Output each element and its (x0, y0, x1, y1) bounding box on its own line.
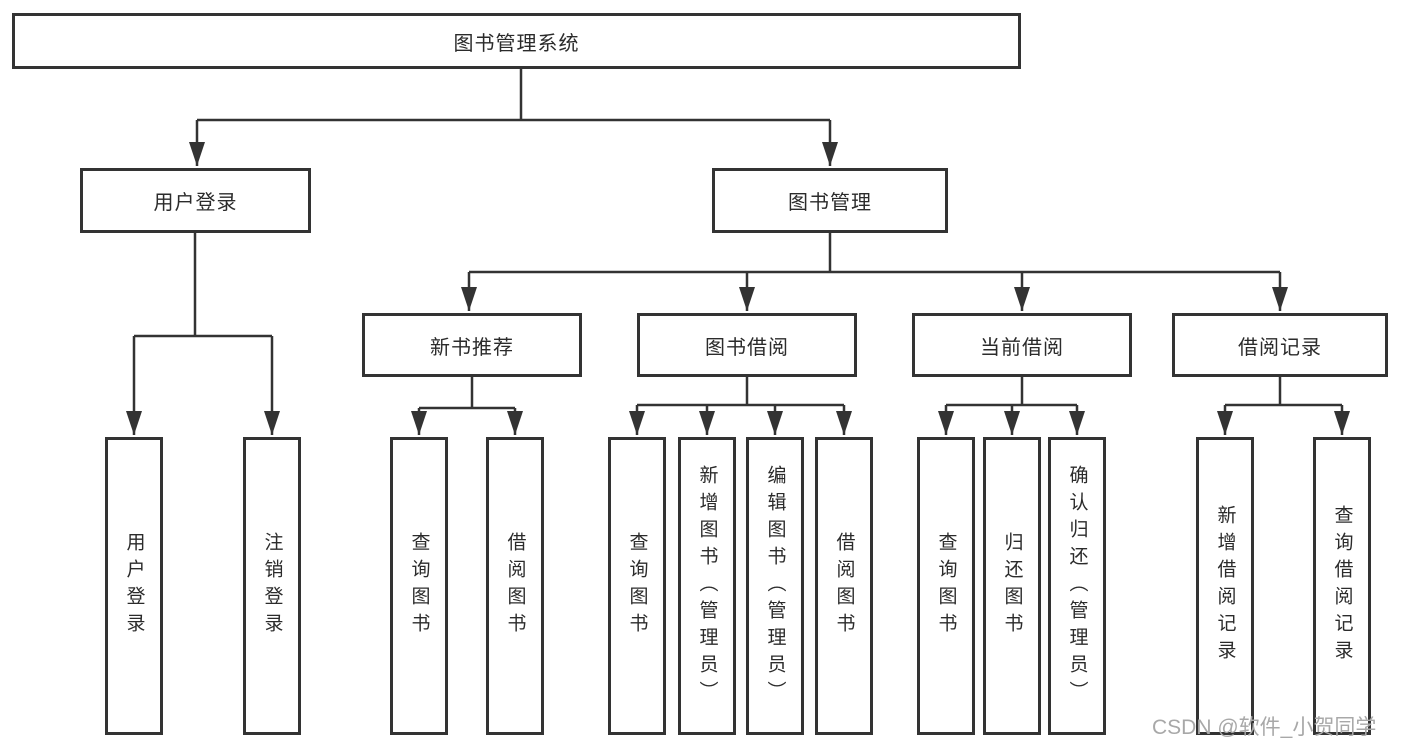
leaf-add-borrow-record: 新增借阅记录 (1196, 437, 1254, 735)
node-label: 查询图书 (935, 532, 957, 640)
node-label: 新增借阅记录 (1214, 505, 1236, 667)
leaf-query-books-current: 查询图书 (917, 437, 975, 735)
node-label: 借阅图书 (833, 532, 855, 640)
node-label: 查询图书 (408, 532, 430, 640)
connector-records-to-leaves (1217, 377, 1350, 435)
connector-root-to-branches (189, 68, 838, 166)
leaf-edit-book-admin: 编辑图书（管理员） (746, 437, 804, 735)
leaf-logout: 注销登录 (243, 437, 301, 735)
leaf-query-books-borrow: 查询图书 (608, 437, 666, 735)
csdn-watermark: CSDN @软件_小贺同学 (1152, 716, 1377, 739)
node-label: 当前借阅 (980, 336, 1064, 359)
node-borrow-records: 借阅记录 (1172, 313, 1388, 377)
node-label: 用户登录 (123, 532, 145, 640)
node-label: 确认归还（管理员） (1066, 464, 1088, 708)
node-current-borrow: 当前借阅 (912, 313, 1132, 377)
leaf-borrow-books-recommend: 借阅图书 (486, 437, 544, 735)
connector-recommend-to-leaves (411, 377, 523, 435)
leaf-query-books-recommend: 查询图书 (390, 437, 448, 735)
node-label: 注销登录 (261, 532, 283, 640)
node-label: 用户登录 (153, 192, 238, 214)
connector-current-to-leaves (938, 377, 1085, 435)
node-label: 借阅图书 (504, 532, 526, 640)
node-label: 编辑图书（管理员） (764, 464, 786, 708)
node-label: 借阅记录 (1238, 336, 1322, 359)
leaf-borrow-books: 借阅图书 (815, 437, 873, 735)
leaf-query-borrow-record: 查询借阅记录 (1313, 437, 1371, 735)
connector-borrow-to-leaves (629, 377, 852, 435)
connector-login-to-leaves (126, 233, 280, 435)
node-label: 图书借阅 (705, 336, 789, 359)
node-label: 查询借阅记录 (1331, 505, 1353, 667)
leaf-add-book-admin: 新增图书（管理员） (678, 437, 736, 735)
leaf-confirm-return-admin: 确认归还（管理员） (1048, 437, 1106, 735)
node-label: 新增图书（管理员） (696, 464, 718, 708)
node-user-login-branch: 用户登录 (80, 168, 311, 233)
node-book-borrow: 图书借阅 (637, 313, 857, 377)
node-book-management: 图书管理 (712, 168, 948, 233)
node-new-book-recommend: 新书推荐 (362, 313, 582, 377)
node-label: 归还图书 (1001, 532, 1023, 640)
node-root: 图书管理系统 (12, 13, 1021, 69)
leaf-user-login: 用户登录 (105, 437, 163, 735)
connector-management-to-modules (461, 233, 1288, 311)
node-label: 图书管理 (788, 192, 872, 214)
node-label: 查询图书 (626, 532, 648, 640)
node-label: 图书管理系统 (453, 32, 580, 55)
leaf-return-books: 归还图书 (983, 437, 1041, 735)
node-label: 新书推荐 (430, 336, 514, 359)
